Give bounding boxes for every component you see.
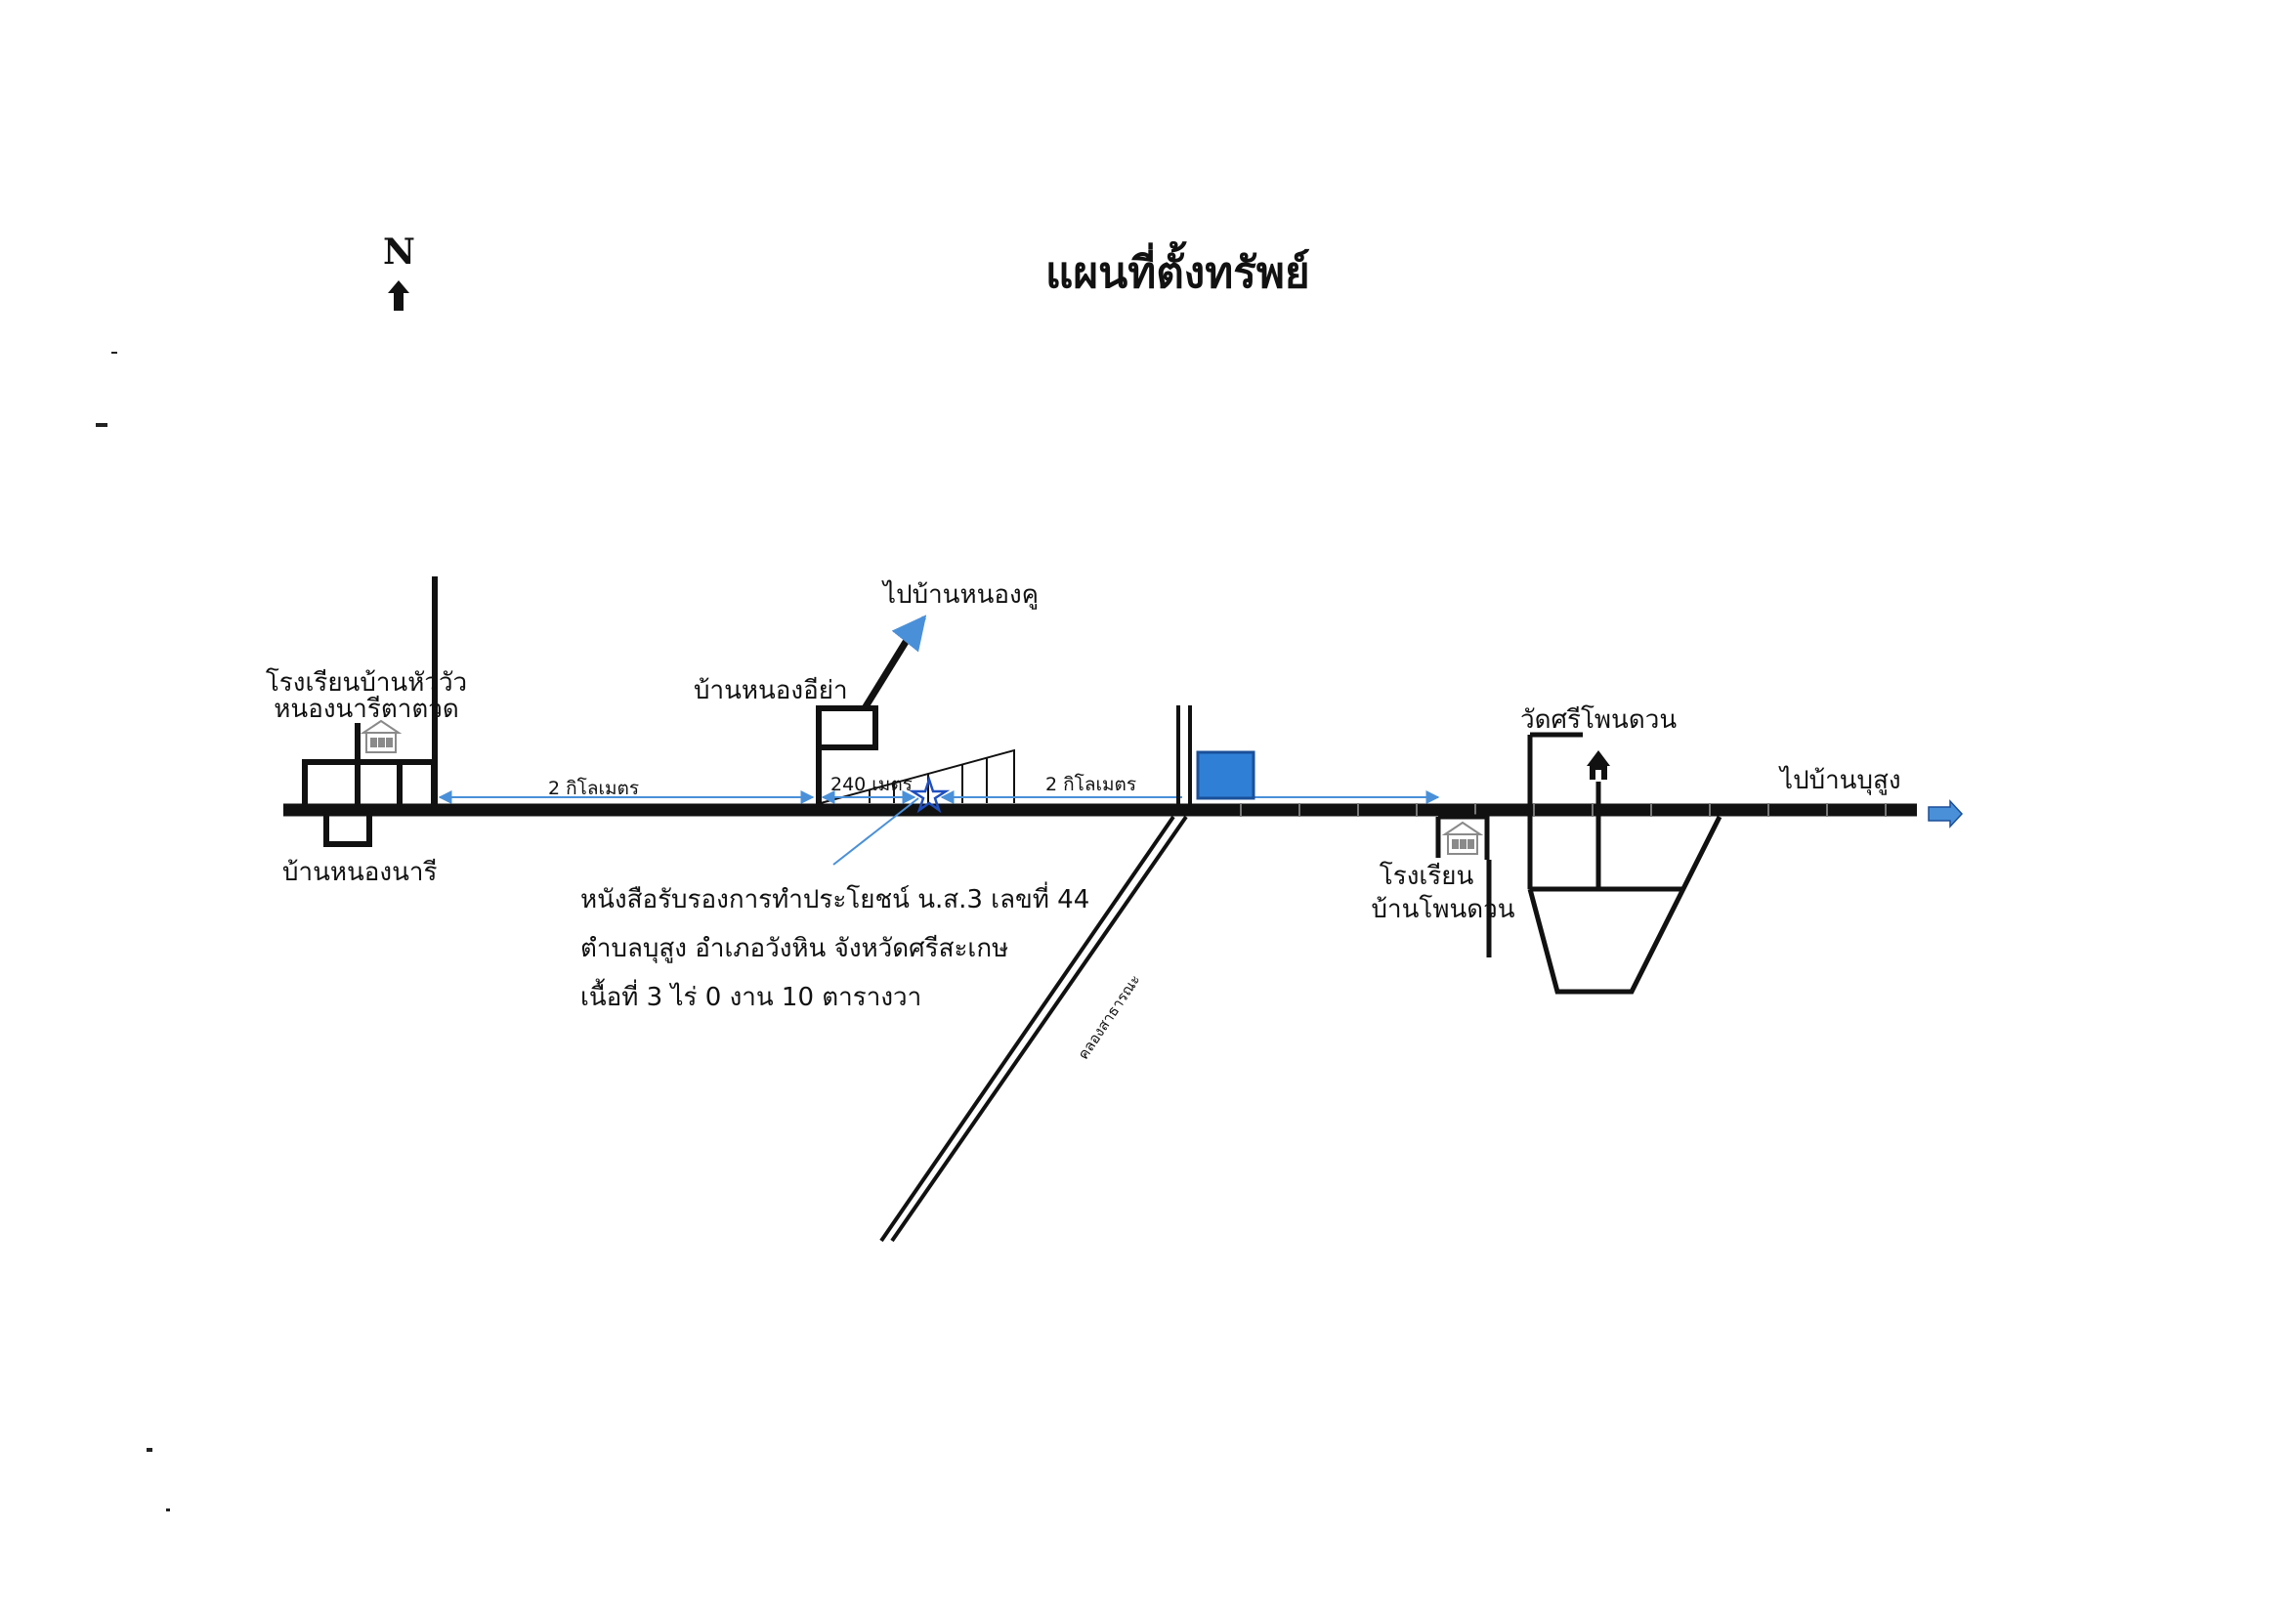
public-canal xyxy=(879,815,1188,1243)
school-phon-duan-label-line2: บ้านโพนดวน xyxy=(1371,895,1515,924)
north-label: N xyxy=(383,232,415,273)
to-bu-sung-label: ไปบ้านบุสูง xyxy=(1780,766,1901,795)
phon-duan-school-road xyxy=(1435,814,1492,957)
cross-road-posts xyxy=(1176,705,1192,810)
to-nong-khu-label: ไปบ้านหนองคู xyxy=(883,580,1040,610)
property-note-line2: ตำบลบุสูง อำเภอวังหิน จังหวัดศรีสะเกษ xyxy=(580,934,1009,963)
ban-nong-nari-label: บ้านหนองนารี xyxy=(282,858,438,887)
wat-si-phon-duan-block xyxy=(1527,732,1722,995)
map-title: แผนที่ตั้งทรัพย์ xyxy=(1045,248,1310,298)
school-icon xyxy=(1441,821,1484,855)
distance-east-label: 2 กิโลเมตร xyxy=(1045,774,1137,795)
school-hua-wua-label-line1: โรงเรียนบ้านหัววัว xyxy=(265,668,468,698)
wat-si-phon-duan-label: วัดศรีโพนดวน xyxy=(1520,705,1678,735)
temple-icon xyxy=(1587,750,1610,780)
road-tick-marks xyxy=(1240,803,1887,817)
distance-west-label: 2 กิโลเมตร xyxy=(548,778,640,799)
property-note-line3: เนื้อที่ 3 ไร่ 0 งาน 10 ตารางวา xyxy=(580,983,922,1012)
school-icon xyxy=(360,719,403,753)
property-pointer-line xyxy=(832,797,919,866)
north-arrow-icon xyxy=(388,280,409,311)
blue-square-icon xyxy=(1196,750,1255,800)
scan-specks xyxy=(96,352,170,1511)
arrow-right-icon xyxy=(1928,799,1964,828)
property-note-line1: หนังสือรับรองการทำประโยชน์ น.ส.3 เลขที่ … xyxy=(580,885,1090,914)
distance-near-label: 240 เมตร xyxy=(830,774,913,795)
ban-nong-i-ya-block xyxy=(816,705,878,810)
ban-nong-i-ya-label: บ้านหนองอีย่า xyxy=(694,676,848,705)
nong-khu-arrow xyxy=(891,615,927,653)
school-hua-wua-label-line2: หนองนารีตาตวด xyxy=(274,695,459,724)
school-phon-duan-label-line1: โรงเรียน xyxy=(1379,862,1474,891)
road-to-nong-khu xyxy=(862,627,916,710)
